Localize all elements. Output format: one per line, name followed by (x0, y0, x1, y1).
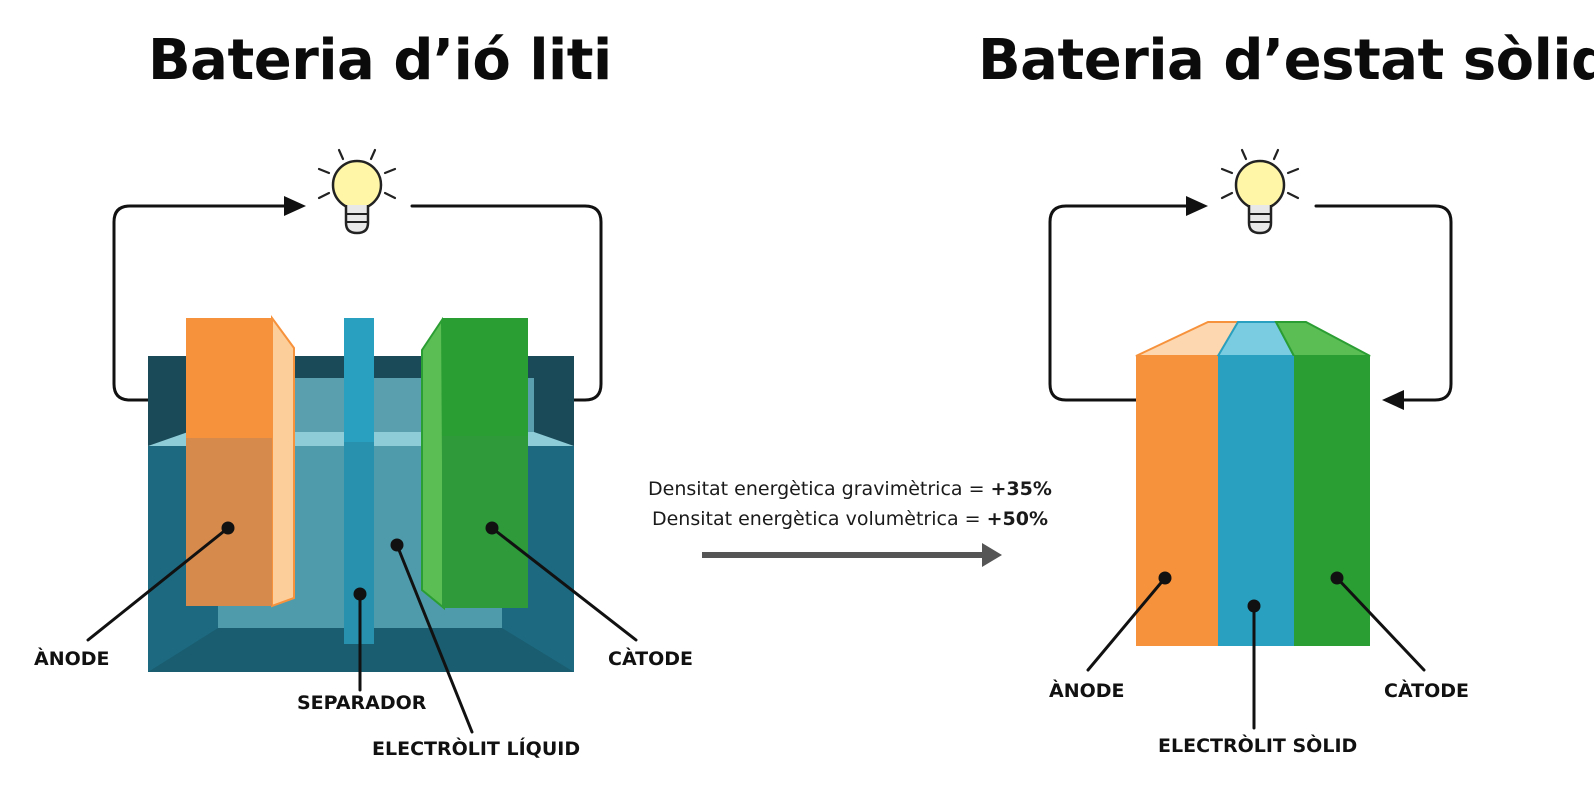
volumetric-density-value: +50% (986, 508, 1049, 530)
left-electrolyte-label: ELECTRÒLIT LÍQUID (372, 738, 581, 760)
right-anode-label: ÀNODE (1049, 680, 1125, 702)
right-circuit-arrow-in (1186, 196, 1208, 216)
left-anode-label: ÀNODE (34, 648, 110, 670)
left-cathode-label: CÀTODE (608, 648, 694, 670)
light-bulb-icon (1220, 148, 1300, 235)
volumetric-density-text: Densitat energètica volumètrica = (651, 508, 987, 530)
gravimetric-density-text: Densitat energètica gravimètrica = (648, 478, 991, 500)
volumetric-density-line: Densitat energètica volumètrica = +50% (640, 504, 1060, 534)
right-anode (1136, 356, 1218, 646)
title-solid-state: Bateria d’estat sòlid (978, 28, 1594, 93)
gravimetric-density-value: +35% (990, 478, 1052, 500)
arrow-right-icon (702, 543, 1002, 567)
right-leader-lines (1086, 571, 1426, 730)
right-battery-stack (1135, 321, 1371, 646)
left-leader-lines (86, 521, 638, 734)
left-circuit-arrow (284, 196, 306, 216)
right-circuit-wire (1048, 204, 1453, 402)
left-anode (186, 314, 295, 608)
light-bulb-icon (317, 148, 397, 235)
left-cathode (421, 316, 528, 611)
right-circuit-arrow-out (1382, 390, 1404, 410)
right-electrolyte-label: ELECTRÒLIT SÒLID (1158, 735, 1358, 757)
gravimetric-density-line: Densitat energètica gravimètrica = +35% (640, 474, 1060, 504)
energy-density-comparison: Densitat energètica gravimètrica = +35% … (640, 474, 1060, 534)
title-lithium-ion: Bateria d’ió liti (148, 28, 612, 93)
left-separator-label: SEPARADOR (297, 692, 427, 714)
right-electrolyte (1218, 356, 1294, 646)
right-cathode-label: CÀTODE (1384, 680, 1470, 702)
left-circuit-wire (112, 204, 603, 402)
